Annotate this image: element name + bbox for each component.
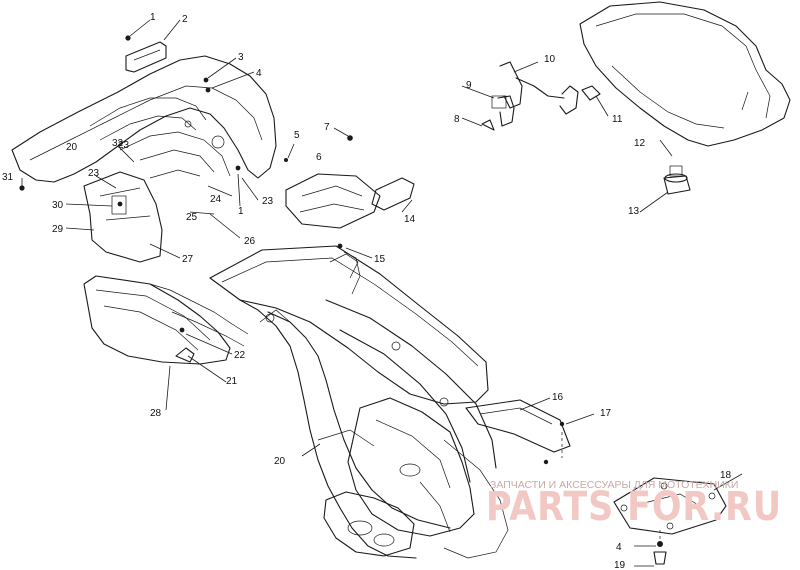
- cover-panel: [285, 173, 381, 229]
- callout-23c: 23: [118, 140, 130, 151]
- callout-6: 6: [316, 152, 322, 163]
- callout-1: 1: [150, 12, 156, 23]
- callout-25: 25: [186, 212, 198, 223]
- fasteners: [19, 35, 667, 565]
- callout-3: 3: [238, 52, 244, 63]
- callout-7: 7: [324, 122, 330, 133]
- callout-11: 11: [612, 114, 623, 125]
- callout-23b: 23: [262, 196, 274, 207]
- callout-24: 24: [210, 194, 222, 205]
- callout-28: 28: [150, 408, 162, 419]
- callout-30: 30: [52, 200, 64, 211]
- callout-labels: 1 2 3 4 5 6 7 8 9 10 11 12 13 14 15 16 1…: [2, 12, 732, 570]
- mud-flap: [83, 171, 163, 263]
- callout-14: 14: [404, 214, 416, 225]
- seat: [579, 1, 791, 147]
- callout-32: 32: [112, 138, 124, 149]
- side-plate: [465, 399, 571, 453]
- callout-12: 12: [634, 138, 646, 149]
- callout-13: 13: [628, 206, 640, 217]
- grip: [371, 177, 415, 211]
- watermark: ЗАПЧАСТИ И АКСЕССУАРЫ ДЛЯ МОТОТЕХНИКИ PA…: [486, 479, 782, 530]
- rear-fender: [11, 55, 277, 183]
- callout-29: 29: [52, 224, 64, 235]
- main-frame: [209, 245, 509, 559]
- callout-18: 18: [720, 470, 732, 481]
- callout-2: 2: [182, 14, 188, 25]
- rear-bracket: [125, 41, 167, 73]
- callout-17: 17: [600, 408, 612, 419]
- seat-bumper: [663, 165, 691, 195]
- callout-19: 19: [614, 560, 626, 570]
- callout-8: 8: [454, 114, 460, 125]
- callout-4: 4: [256, 68, 262, 79]
- seat-latch: [481, 61, 601, 131]
- callout-27: 27: [182, 254, 194, 265]
- callout-23: 23: [88, 168, 100, 179]
- callout-21: 21: [226, 376, 238, 387]
- callout-20: 20: [274, 456, 286, 467]
- skid-plate: [613, 477, 727, 535]
- callout-5: 5: [294, 130, 300, 141]
- callout-31: 31: [2, 172, 14, 183]
- callout-1b: 1: [238, 206, 244, 217]
- watermark-tagline: ЗАПЧАСТИ И АКСЕССУАРЫ ДЛЯ МОТОТЕХНИКИ: [490, 479, 738, 491]
- callout-20b: 20: [66, 142, 78, 153]
- callout-15: 15: [374, 254, 386, 265]
- footwell: [83, 275, 249, 365]
- callout-26: 26: [244, 236, 256, 247]
- watermark-logo: PARTS FOR.RU: [486, 484, 782, 530]
- callout-9: 9: [466, 80, 472, 91]
- callout-4b: 4: [616, 542, 622, 553]
- callout-10: 10: [544, 54, 556, 65]
- leader-lines: [21, 19, 743, 567]
- callout-16: 16: [552, 392, 564, 403]
- callout-22: 22: [234, 350, 246, 361]
